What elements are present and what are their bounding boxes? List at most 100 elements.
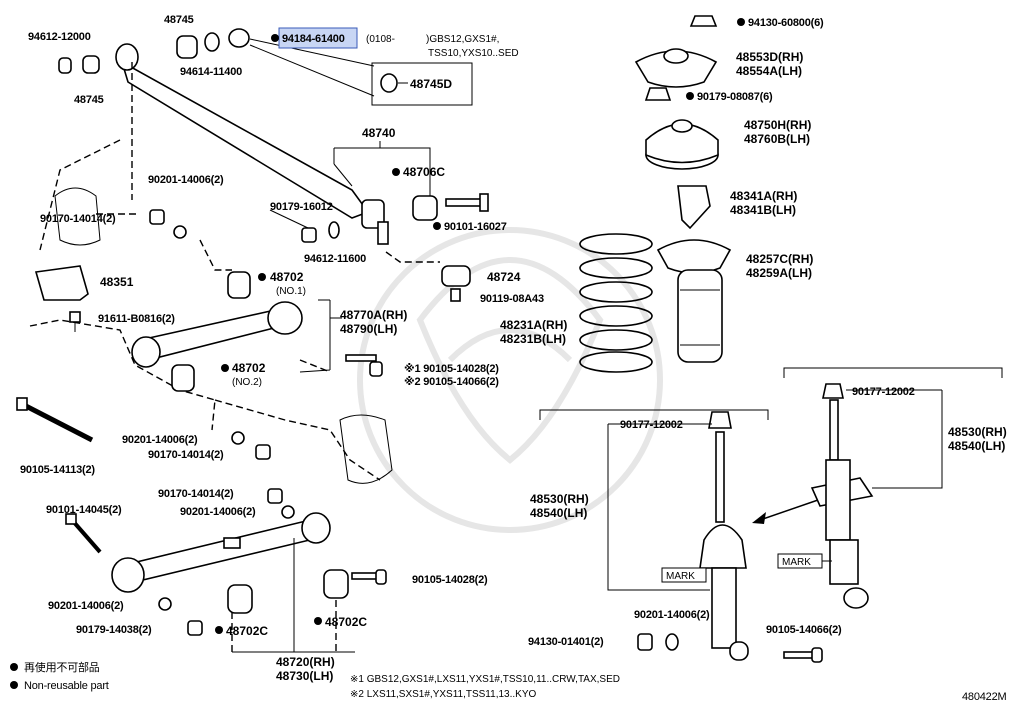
bushing-48745-left[interactable] bbox=[58, 55, 100, 74]
label-48553d[interactable]: 48553D(RH) bbox=[736, 50, 803, 64]
label-48702c-left[interactable]: 48702C bbox=[226, 624, 268, 638]
upper-control-rod[interactable] bbox=[115, 43, 389, 245]
label-48730[interactable]: 48730(LH) bbox=[276, 669, 333, 683]
label-90179-08087[interactable]: 90179-08087(6) bbox=[697, 91, 773, 103]
upper-support-48750h[interactable] bbox=[645, 119, 719, 170]
label-90101-16027[interactable]: 90101-16027 bbox=[444, 221, 507, 233]
washer-94612-11600[interactable] bbox=[328, 221, 340, 239]
shock-absorber-type-b[interactable] bbox=[810, 399, 874, 609]
label-90177-12002-b[interactable]: 90177-12002 bbox=[852, 386, 915, 398]
washer-90201-14006-e[interactable] bbox=[665, 633, 679, 651]
label-90170-14014-a[interactable]: 90170-14014(2) bbox=[40, 213, 116, 225]
label-91611-b0816[interactable]: 91611-B0816(2) bbox=[98, 313, 175, 325]
label-90105-14028[interactable]: 90105-14028(2) bbox=[412, 574, 488, 586]
washer-90201-14006-b[interactable] bbox=[231, 431, 245, 445]
label-48530-b[interactable]: 48530(RH) bbox=[948, 425, 1007, 439]
bushing-48702-no1[interactable] bbox=[227, 271, 251, 299]
label-48706c[interactable]: 48706C bbox=[403, 165, 445, 179]
label-48770a[interactable]: 48770A(RH) bbox=[340, 308, 407, 322]
label-48702-no1[interactable]: 48702 bbox=[270, 270, 304, 284]
label-90201-14006-b[interactable]: 90201-14006(2) bbox=[122, 434, 198, 446]
label-94612-12000[interactable]: 94612-12000 bbox=[28, 31, 91, 43]
label-48540-b[interactable]: 48540(LH) bbox=[948, 439, 1005, 453]
bushing-48745d[interactable] bbox=[380, 73, 398, 93]
label-90170-14014-c[interactable]: 90170-14014(2) bbox=[158, 488, 234, 500]
label-94130-01401[interactable]: 94130-01401(2) bbox=[528, 636, 604, 648]
nut-94130-01401[interactable] bbox=[637, 633, 653, 651]
bump-stop-48341a[interactable] bbox=[677, 185, 711, 230]
lateral-rod-48720[interactable] bbox=[111, 512, 331, 593]
label-48259a[interactable]: 48259A(LH) bbox=[746, 266, 812, 280]
label-90105-14113[interactable]: 90105-14113(2) bbox=[20, 464, 96, 476]
nut-90170-14014-c[interactable] bbox=[267, 488, 283, 504]
label-48341a[interactable]: 48341A(RH) bbox=[730, 189, 797, 203]
label-48760b[interactable]: 48760B(LH) bbox=[744, 132, 810, 146]
label-48540-a[interactable]: 48540(LH) bbox=[530, 506, 587, 520]
label-48745d[interactable]: 48745D bbox=[410, 77, 452, 91]
bolt-90101-14045[interactable] bbox=[65, 513, 102, 554]
nut-94130-60800[interactable] bbox=[689, 15, 718, 27]
bolt-90101-16027[interactable] bbox=[445, 193, 489, 212]
label-48231b[interactable]: 48231B(LH) bbox=[500, 332, 566, 346]
bolt-90105-14066[interactable] bbox=[783, 647, 823, 663]
nut-90177-12002-b[interactable] bbox=[822, 383, 844, 399]
label-90119-08a43[interactable]: 90119-08A43 bbox=[480, 293, 544, 305]
bushing-48702c-left[interactable] bbox=[227, 584, 253, 614]
label-48724[interactable]: 48724 bbox=[487, 270, 521, 284]
bushing-48706c[interactable] bbox=[412, 195, 438, 221]
nut-90170-14014-a[interactable] bbox=[149, 209, 165, 225]
label-48231a[interactable]: 48231A(RH) bbox=[500, 318, 567, 332]
label-48745-left[interactable]: 48745 bbox=[74, 94, 104, 106]
nut-90179-08087[interactable] bbox=[644, 87, 672, 101]
label-90105-14066-kome2[interactable]: ※2 90105-14066(2) bbox=[404, 376, 499, 388]
label-48351[interactable]: 48351 bbox=[100, 275, 134, 289]
bushing-48702c-right[interactable] bbox=[323, 569, 349, 599]
label-90179-14038[interactable]: 90179-14038(2) bbox=[76, 624, 152, 636]
washer-90201-14006-c[interactable] bbox=[281, 505, 295, 519]
lower-control-arm-48770a[interactable] bbox=[131, 301, 303, 368]
washer-90201-14006-a[interactable] bbox=[173, 225, 187, 239]
label-48530-a[interactable]: 48530(RH) bbox=[530, 492, 589, 506]
washer-90201-14006-d[interactable] bbox=[158, 597, 172, 611]
label-90201-14006-e[interactable]: 90201-14006(2) bbox=[634, 609, 710, 621]
mount-48553d[interactable] bbox=[634, 48, 718, 88]
label-90201-14006-c[interactable]: 90201-14006(2) bbox=[180, 506, 256, 518]
nut-90179-16012[interactable] bbox=[301, 227, 317, 243]
nut-90170-14014-b[interactable] bbox=[255, 444, 271, 460]
bolt-90105-14028[interactable] bbox=[351, 569, 387, 585]
label-90170-14014-b[interactable]: 90170-14014(2) bbox=[148, 449, 224, 461]
stopper-48351[interactable] bbox=[34, 265, 89, 301]
dust-boot-48259a[interactable] bbox=[677, 269, 723, 363]
label-48790[interactable]: 48790(LH) bbox=[340, 322, 397, 336]
label-94130-60800[interactable]: 94130-60800(6) bbox=[748, 17, 824, 29]
nut-90179-14038[interactable] bbox=[187, 620, 203, 636]
label-48257c[interactable]: 48257C(RH) bbox=[746, 252, 813, 266]
bolt-90105-14028-kome[interactable] bbox=[345, 354, 383, 377]
label-48702-no2[interactable]: 48702 bbox=[232, 361, 266, 375]
bushing-48702-no2[interactable] bbox=[171, 364, 195, 392]
label-90179-16012[interactable]: 90179-16012 bbox=[270, 201, 333, 213]
label-48745-top[interactable]: 48745 bbox=[164, 14, 194, 26]
label-90201-14006-a[interactable]: 90201-14006(2) bbox=[148, 174, 224, 186]
label-90201-14006-d[interactable]: 90201-14006(2) bbox=[48, 600, 124, 612]
bolt-90105-14113[interactable] bbox=[16, 397, 94, 443]
bushing-48745-top[interactable] bbox=[176, 28, 250, 59]
spring-seat-48257c[interactable] bbox=[656, 239, 732, 274]
label-48750h[interactable]: 48750H(RH) bbox=[744, 118, 811, 132]
label-48720[interactable]: 48720(RH) bbox=[276, 655, 335, 669]
nut-90177-12002-a[interactable] bbox=[708, 411, 732, 429]
label-90105-14066[interactable]: 90105-14066(2) bbox=[766, 624, 842, 636]
label-94184-61400[interactable]: 94184-61400 bbox=[282, 33, 345, 45]
coil-spring-48231a[interactable] bbox=[579, 233, 653, 373]
label-48702c-right[interactable]: 48702C bbox=[325, 615, 367, 629]
label-48554a[interactable]: 48554A(LH) bbox=[736, 64, 802, 78]
bump-stopper-48724[interactable] bbox=[441, 265, 471, 302]
label-94614-11400[interactable]: 94614-11400 bbox=[180, 66, 242, 78]
label-48341b[interactable]: 48341B(LH) bbox=[730, 203, 796, 217]
label-94612-11600[interactable]: 94612-11600 bbox=[304, 253, 366, 265]
shock-absorber-type-a[interactable] bbox=[699, 431, 749, 661]
label-90177-12002-a[interactable]: 90177-12002 bbox=[620, 419, 683, 431]
label-90101-14045[interactable]: 90101-14045(2) bbox=[46, 504, 122, 516]
label-90105-14028-kome1[interactable]: ※1 90105-14028(2) bbox=[404, 363, 499, 375]
label-48740[interactable]: 48740 bbox=[362, 126, 396, 140]
